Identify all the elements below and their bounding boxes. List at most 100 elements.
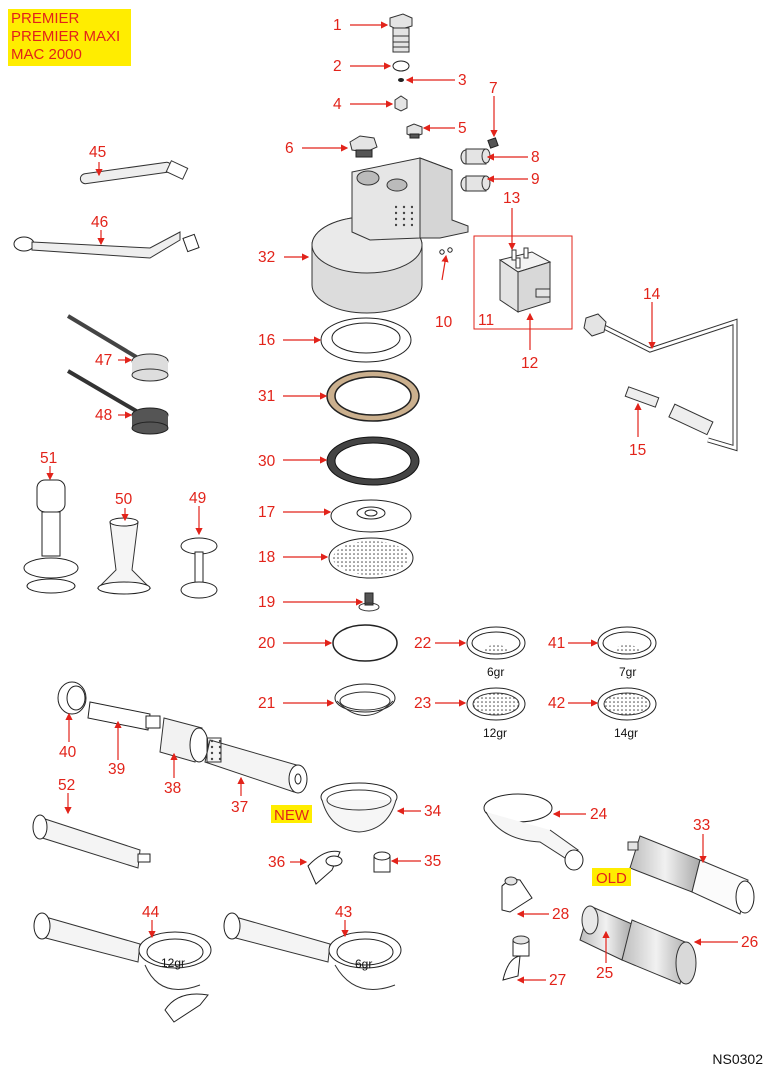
callout-44: 44 bbox=[142, 904, 160, 921]
part-42-filter bbox=[597, 687, 657, 721]
callout-32: 32 bbox=[258, 249, 275, 266]
callout-17: 17 bbox=[258, 504, 275, 521]
callout-20: 20 bbox=[258, 635, 276, 652]
part-46-handle bbox=[13, 231, 200, 259]
part-37-handle bbox=[204, 737, 308, 794]
callout-24: 24 bbox=[590, 806, 608, 823]
part-22-filter bbox=[466, 626, 526, 660]
callout-43: 43 bbox=[335, 904, 352, 921]
old-tag-label: OLD bbox=[596, 870, 627, 887]
callout-16: 16 bbox=[258, 332, 275, 349]
part-15-nozzle bbox=[624, 386, 660, 408]
caption-filter-23: 12gr bbox=[483, 726, 507, 740]
part-45-tube bbox=[79, 160, 189, 185]
callout-42: 42 bbox=[548, 695, 565, 712]
callout-18: 18 bbox=[258, 549, 275, 566]
part-44-portafilter bbox=[33, 912, 212, 1023]
part-38-sleeve bbox=[159, 717, 209, 763]
part-10-orings bbox=[439, 247, 453, 255]
part-48-scoop-dark bbox=[66, 369, 169, 435]
part-28-spout bbox=[501, 876, 533, 913]
part-43-portafilter bbox=[223, 912, 402, 990]
leader-line-10 bbox=[441, 254, 449, 281]
callout-19: 19 bbox=[258, 594, 275, 611]
callout-22: 22 bbox=[414, 635, 431, 652]
new-tag-label: NEW bbox=[274, 807, 310, 824]
callout-51: 51 bbox=[40, 450, 57, 467]
caption-holder-44: 12gr bbox=[161, 956, 185, 970]
caption-holder-43: 6gr bbox=[355, 957, 372, 971]
part-41-filter bbox=[597, 626, 657, 660]
old-tag: OLD bbox=[592, 868, 631, 887]
callout-33: 33 bbox=[693, 817, 710, 834]
part-11-solenoid-coil bbox=[498, 247, 552, 313]
part-49-tamper bbox=[180, 537, 218, 599]
part-7-nozzle bbox=[487, 137, 499, 149]
model-name: PREMIER MAXI bbox=[11, 28, 121, 45]
part-24-filter-holder bbox=[483, 793, 584, 871]
callout-52: 52 bbox=[58, 777, 75, 794]
part-21-ring bbox=[334, 683, 396, 716]
part-30-gasket bbox=[326, 436, 420, 486]
callout-9: 9 bbox=[531, 171, 540, 188]
callout-6: 6 bbox=[285, 140, 294, 157]
part-9-fitting bbox=[460, 175, 491, 192]
part-20-ring bbox=[332, 624, 398, 662]
part-33-handle bbox=[627, 835, 755, 915]
callout-49: 49 bbox=[189, 490, 206, 507]
part-6-plug bbox=[349, 135, 378, 158]
callout-37: 37 bbox=[231, 799, 248, 816]
part-17-shower-holder bbox=[330, 499, 412, 533]
callout-11: 11 bbox=[478, 312, 494, 329]
document-code: NS0302 bbox=[712, 1051, 763, 1067]
callout-35: 35 bbox=[424, 853, 441, 870]
callout-38: 38 bbox=[164, 780, 181, 797]
part-3-ball bbox=[398, 78, 404, 82]
part-23-filter bbox=[466, 687, 526, 721]
caption-filter-42: 14gr bbox=[614, 726, 638, 740]
callout-31: 31 bbox=[258, 388, 275, 405]
callout-7: 7 bbox=[489, 80, 498, 97]
callout-5: 5 bbox=[458, 120, 467, 137]
callout-25: 25 bbox=[596, 965, 613, 982]
callout-26: 26 bbox=[741, 934, 758, 951]
part-50-tamper bbox=[96, 517, 152, 595]
callout-10: 10 bbox=[435, 314, 453, 331]
part-2-washer bbox=[392, 60, 410, 72]
part-35-nut bbox=[373, 851, 391, 873]
callout-21: 21 bbox=[258, 695, 275, 712]
part-40-ring bbox=[57, 681, 87, 715]
new-tag: NEW bbox=[271, 805, 312, 824]
part-36-spout bbox=[307, 850, 343, 885]
part-4-nut bbox=[394, 95, 408, 112]
part-5-plug bbox=[406, 123, 423, 139]
model-title-box: PREMIER PREMIER MAXI MAC 2000 bbox=[8, 9, 131, 66]
callout-4: 4 bbox=[333, 96, 342, 113]
callout-1: 1 bbox=[333, 17, 342, 34]
callout-13: 13 bbox=[503, 190, 520, 207]
callout-41: 41 bbox=[548, 635, 565, 652]
part-16-gasket bbox=[320, 317, 412, 363]
callout-14: 14 bbox=[643, 286, 661, 303]
part-34-filter-holder bbox=[320, 782, 398, 833]
part-27-spout bbox=[502, 935, 530, 981]
part-32-group-head bbox=[311, 157, 469, 314]
callout-50: 50 bbox=[115, 491, 133, 508]
model-name: PREMIER bbox=[11, 10, 80, 27]
caption-filter-41: 7gr bbox=[619, 665, 636, 679]
part-8-fitting bbox=[460, 148, 491, 165]
callout-36: 36 bbox=[268, 854, 285, 871]
part-47-scoop bbox=[66, 314, 169, 382]
callout-48: 48 bbox=[95, 407, 112, 424]
part-18-shower-screen bbox=[328, 537, 414, 579]
callout-39: 39 bbox=[108, 761, 125, 778]
callout-47: 47 bbox=[95, 352, 112, 369]
callout-34: 34 bbox=[424, 803, 442, 820]
callout-46: 46 bbox=[91, 214, 108, 231]
callout-15: 15 bbox=[629, 442, 646, 459]
callout-2: 2 bbox=[333, 58, 342, 75]
callout-40: 40 bbox=[59, 744, 77, 761]
part-39-rod bbox=[87, 701, 161, 731]
